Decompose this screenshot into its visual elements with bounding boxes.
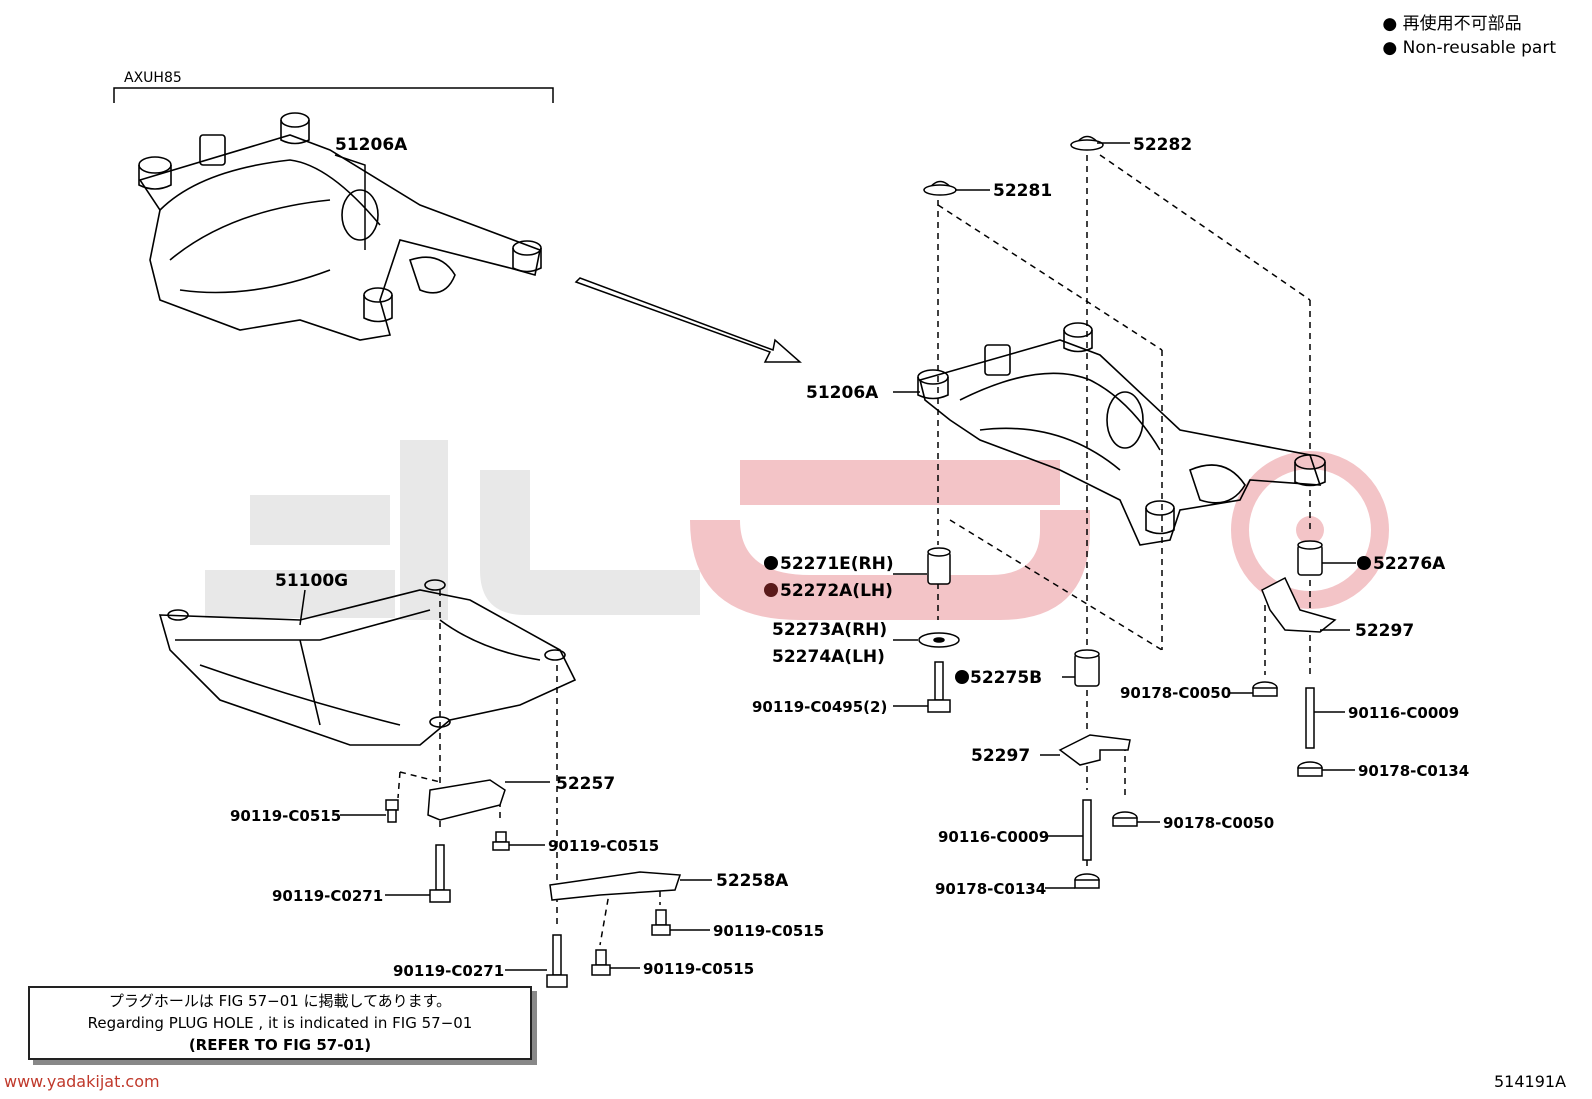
- label-90178-C0134-center: 90178-C0134: [935, 880, 1046, 898]
- arrow-to-rear-frame: [574, 277, 802, 363]
- label-52257: 52257: [556, 774, 615, 794]
- legend-ja-text: 再使用不可部品: [1402, 14, 1522, 34]
- small-parts: [385, 135, 1337, 988]
- leader-lines: [299, 142, 1356, 971]
- label-52271E: 52271E(RH): [780, 554, 894, 574]
- label-52258A: 52258A: [716, 871, 789, 891]
- label-52297-center: 52297: [971, 746, 1030, 766]
- label-51100G: 51100G: [275, 571, 348, 591]
- model-code: AXUH85: [124, 70, 182, 86]
- label-90119-C0515-b: 90119-C0515: [548, 837, 659, 855]
- label-90116-C0009-right: 90116-C0009: [1348, 704, 1459, 722]
- legend: ● 再使用不可部品 ● Non-reusable part: [1382, 12, 1556, 60]
- label-90178-C0134-right: 90178-C0134: [1358, 762, 1469, 780]
- figure-code: 514191A: [1494, 1072, 1567, 1091]
- legend-en: ● Non-reusable part: [1382, 38, 1556, 58]
- note-ja: プラグホールは FIG 57−01 に掲載してあります。: [108, 992, 452, 1010]
- label-90119-C0515-c: 90119-C0515: [713, 922, 824, 940]
- label-52274A: 52274A(LH): [772, 647, 885, 667]
- label-52272A: 52272A(LH): [780, 581, 893, 601]
- label-90178-C0050-center: 90178-C0050: [1163, 814, 1274, 832]
- label-90116-C0009-center: 90116-C0009: [938, 828, 1049, 846]
- front-frame-drawing: [158, 579, 577, 746]
- legend-en-text: Non-reusable part: [1402, 38, 1556, 58]
- label-51206A-upper: 51206A: [335, 135, 408, 155]
- label-90119-C0515-d: 90119-C0515: [643, 960, 754, 978]
- plug-hole-note: プラグホールは FIG 57−01 に掲載してあります。 Regarding P…: [28, 986, 532, 1060]
- label-90119-C0515-a: 90119-C0515: [230, 807, 341, 825]
- label-51206A-rear: 51206A: [806, 383, 879, 403]
- label-52276A: 52276A: [1373, 554, 1446, 574]
- note-ref: (REFER TO FIG 57-01): [188, 1036, 372, 1054]
- label-52273A: 52273A(RH): [772, 620, 887, 640]
- label-90119-C0271-a: 90119-C0271: [272, 887, 383, 905]
- label-52282: 52282: [1133, 135, 1192, 155]
- label-52275B: 52275B: [970, 668, 1042, 688]
- label-52297-right: 52297: [1355, 621, 1414, 641]
- label-52281: 52281: [993, 181, 1052, 201]
- watermark-logo: [205, 440, 1389, 620]
- non-reusable-markers: [764, 556, 1371, 684]
- upper-frame-drawing: [138, 112, 542, 341]
- label-90119-C0495: 90119-C0495(2): [752, 698, 887, 716]
- rear-frame-drawing: [917, 322, 1326, 546]
- model-bracket: [113, 87, 554, 103]
- label-90178-C0050-right: 90178-C0050: [1120, 684, 1231, 702]
- legend-ja: ● 再使用不可部品: [1382, 14, 1522, 34]
- watermark-url[interactable]: www.yadakijat.com: [4, 1072, 160, 1091]
- note-en: Regarding PLUG HOLE , it is indicated in…: [87, 1014, 473, 1032]
- label-90119-C0271-b: 90119-C0271: [393, 962, 504, 980]
